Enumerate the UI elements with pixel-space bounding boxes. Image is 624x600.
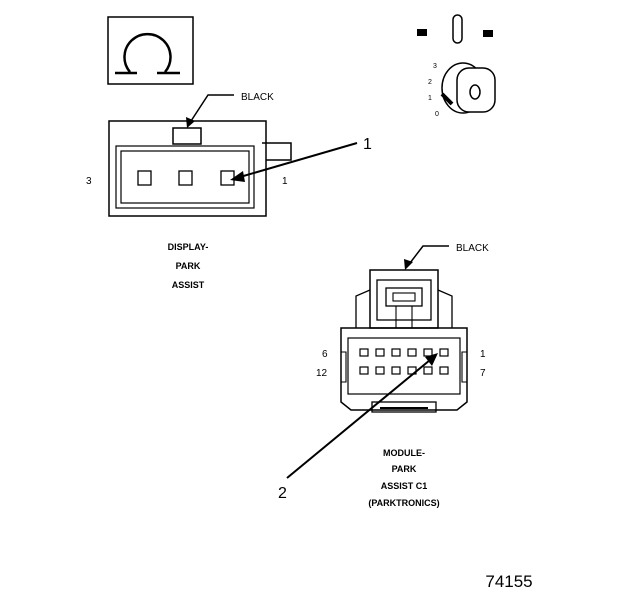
ignition-key-icon: 3 2 1 0	[417, 14, 496, 118]
module-pin-1-label: 1	[480, 349, 486, 360]
terminal-row-bottom	[359, 366, 449, 375]
module-color-label: BLACK	[456, 243, 489, 254]
display-caption-line1: DISPLAY-	[168, 242, 209, 252]
display-color-label: BLACK	[241, 92, 274, 103]
module-caption-line2: PARK	[392, 464, 417, 474]
module-pin-12-label: 12	[316, 368, 328, 379]
figure-number: 74155	[485, 572, 532, 591]
omega-symbol-box	[107, 16, 194, 85]
module-park-assist-c1-connector: BLACK	[316, 243, 489, 508]
callout-1: 1	[230, 136, 372, 182]
key-position-3: 3	[433, 63, 437, 70]
display-park-assist-connector: BLACK 3 1 DISPLAY- PARK ASSIST	[86, 92, 292, 290]
module-caption-line3: ASSIST C1	[381, 481, 428, 491]
module-pin-7-label: 7	[480, 368, 486, 379]
module-caption-line4: (PARKTRONICS)	[368, 498, 439, 508]
callout-2-number: 2	[278, 485, 287, 502]
terminal-row-top	[359, 348, 449, 357]
module-pin-6-label: 6	[322, 349, 328, 360]
display-pin-3-label: 3	[86, 176, 92, 187]
callout-1-number: 1	[363, 136, 372, 153]
key-position-0: 0	[435, 111, 439, 118]
key-position-2: 2	[428, 79, 432, 86]
callout-2: 2	[278, 353, 438, 502]
display-caption-line2: PARK	[176, 261, 201, 271]
display-caption-line3: ASSIST	[172, 280, 205, 290]
omega-icon	[115, 32, 180, 75]
module-caption-line1: MODULE-	[383, 448, 425, 458]
key-position-1: 1	[428, 95, 432, 102]
display-pin-1-label: 1	[282, 176, 288, 187]
